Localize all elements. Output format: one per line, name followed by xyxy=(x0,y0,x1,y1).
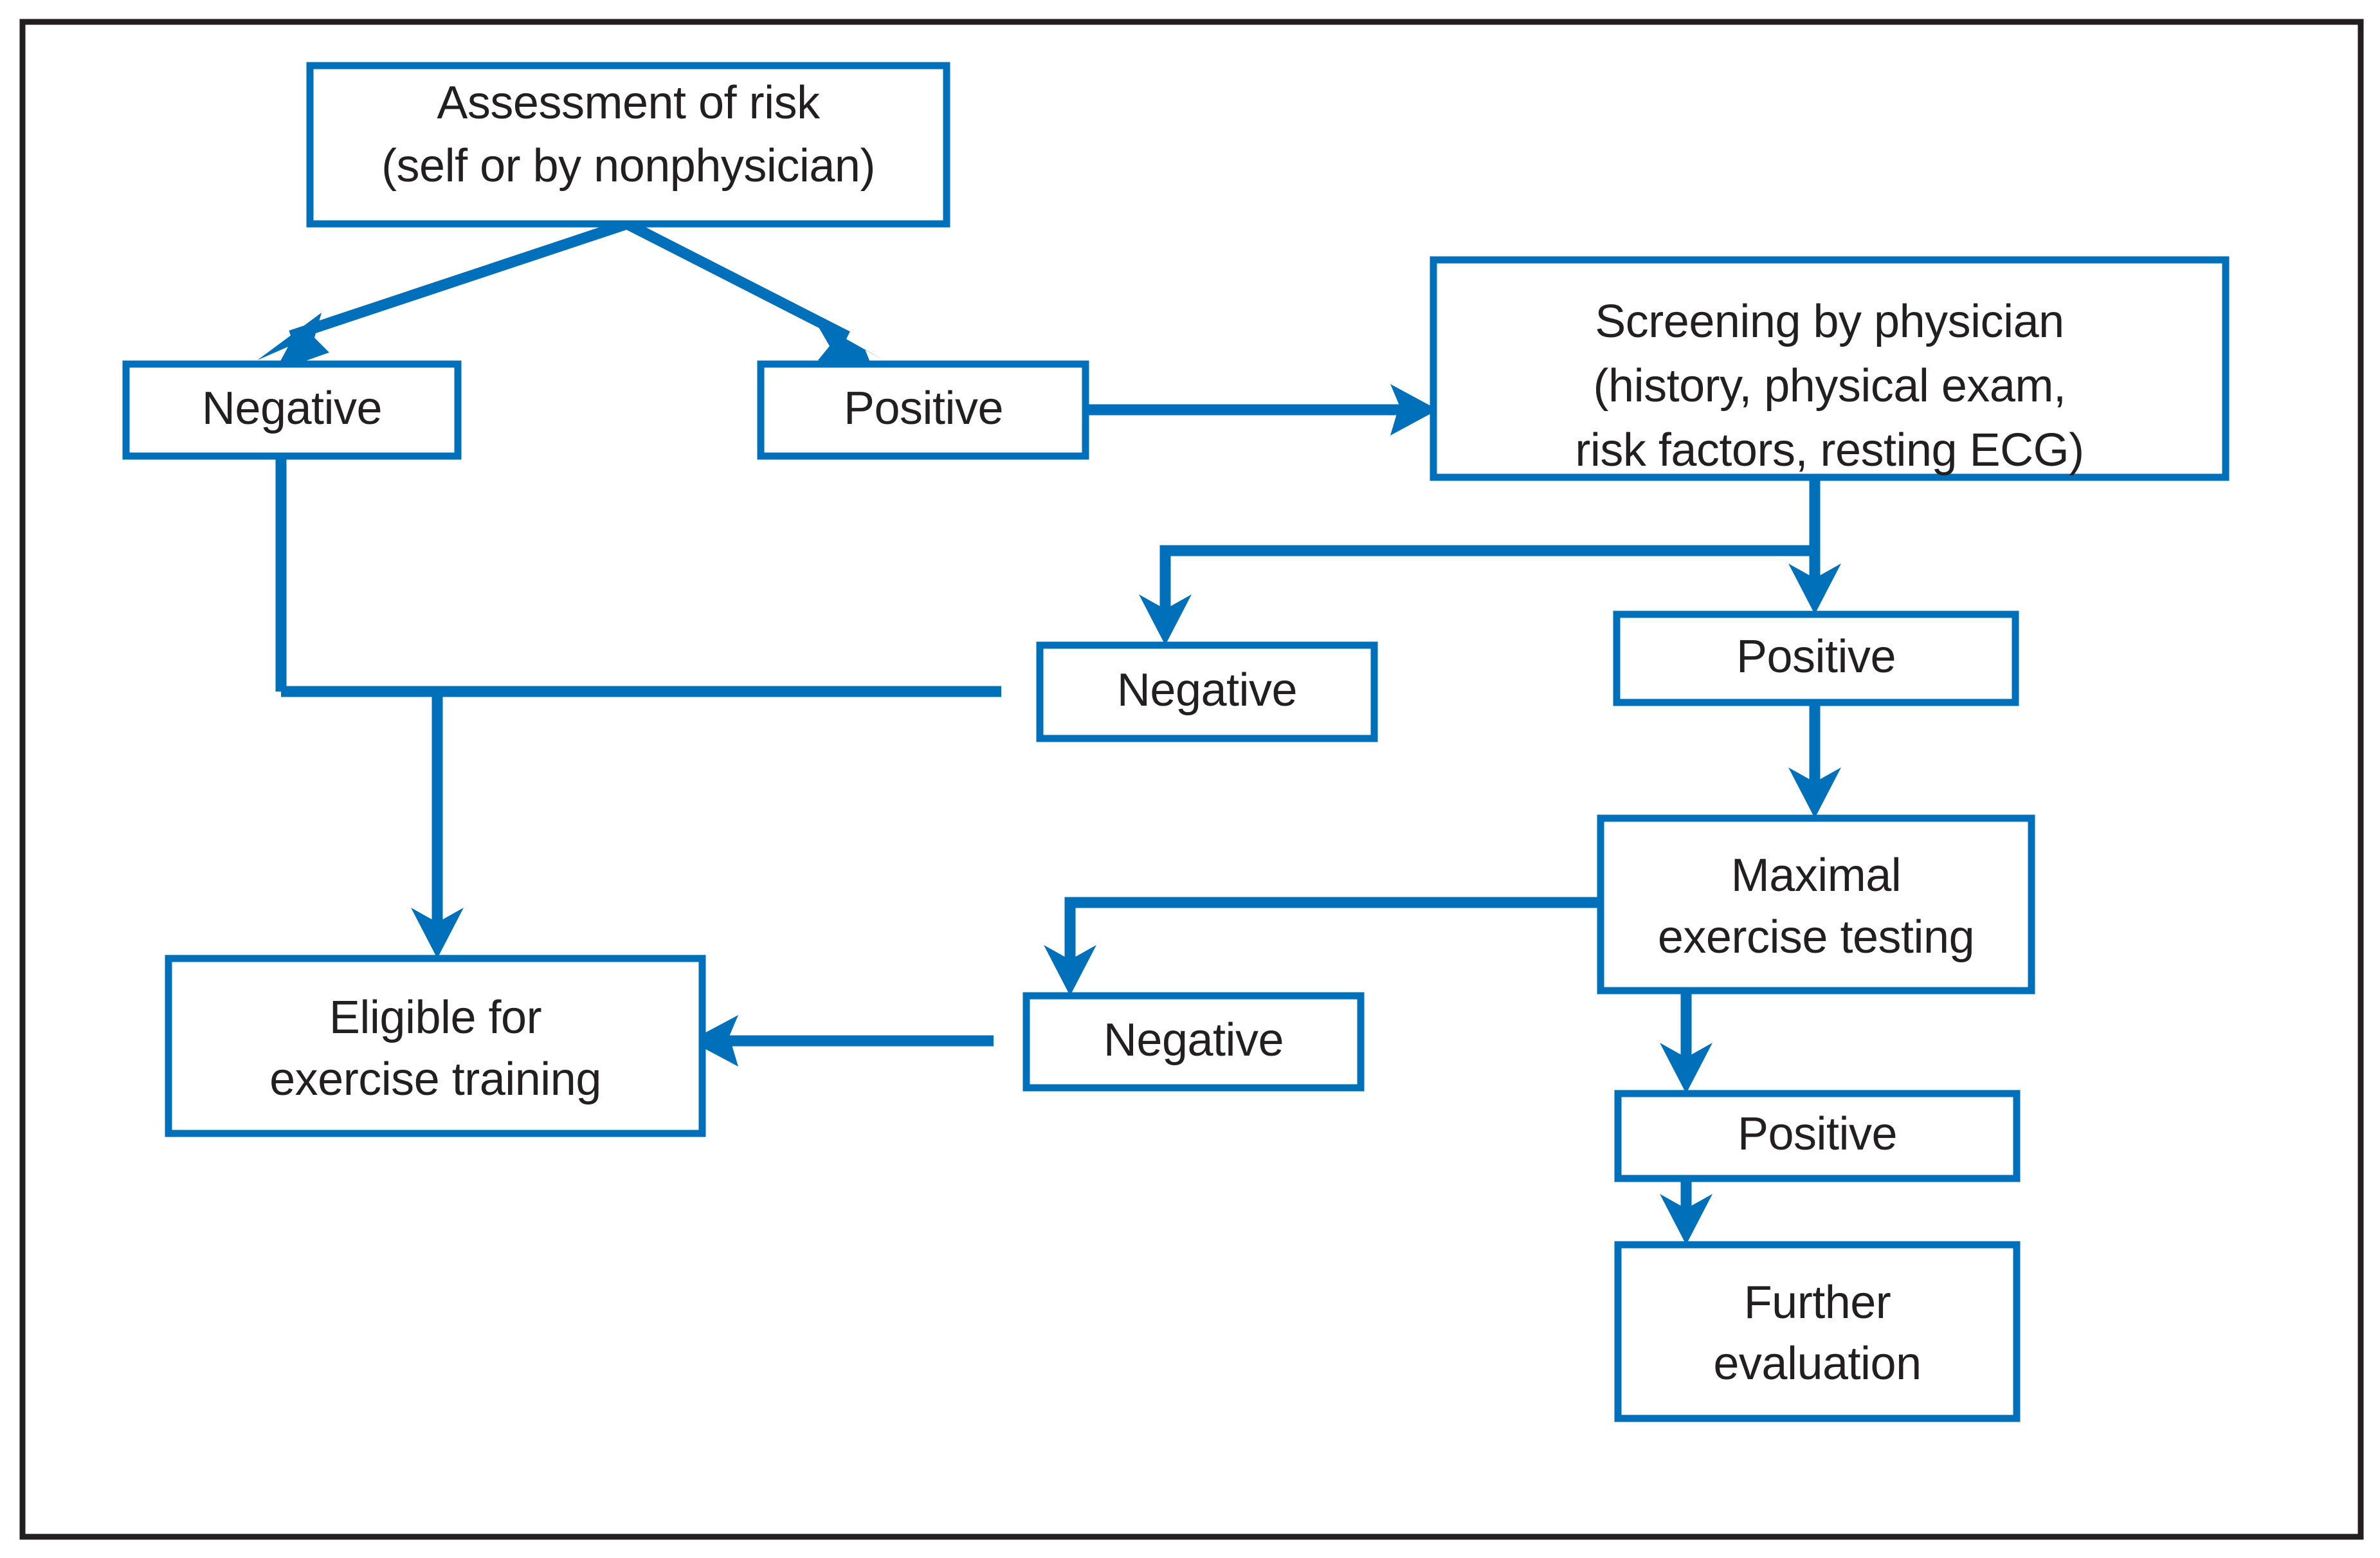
node-eligible-for-exercise-training[interactable]: Eligible for exercise training xyxy=(165,955,706,1137)
maximal-exercise-testing-line2: exercise testing xyxy=(1658,912,1974,963)
edge-negative-to-eligible-top xyxy=(275,456,464,958)
further-evaluation-line1: Further xyxy=(1744,1277,1891,1328)
further-evaluation-line2: evaluation xyxy=(1713,1338,1921,1389)
negative-physician-screening-label: Negative xyxy=(1117,664,1297,716)
edge-maximal-to-negative xyxy=(1044,897,1601,996)
assessment-of-risk-line2: (self or by nonphysician) xyxy=(381,140,875,192)
node-further-evaluation[interactable]: Further evaluation xyxy=(1614,1241,2021,1422)
node-maximal-exercise-testing[interactable]: Maximal exercise testing xyxy=(1597,814,2035,994)
edge-maximal-to-positive xyxy=(1660,991,1712,1094)
edge-positive-to-maximal xyxy=(1788,702,1841,818)
screening-by-physician-line3: risk factors, resting ECG) xyxy=(1575,425,2084,476)
node-assessment-of-risk[interactable]: Assessment of risk (self or by nonphysic… xyxy=(306,62,950,228)
eligible-for-exercise-training-line1: Eligible for xyxy=(329,992,541,1043)
node-positive-exercise-test[interactable]: Positive xyxy=(1614,1090,2021,1182)
negative-exercise-test-label: Negative xyxy=(1104,1014,1284,1066)
eligible-for-exercise-training-line2: exercise training xyxy=(269,1054,601,1105)
node-negative-physician-screening[interactable]: Negative xyxy=(1036,641,1378,742)
edge-assessment-to-positive xyxy=(624,219,886,373)
edge-screening-to-negative xyxy=(1139,545,1815,645)
edge-negative-to-eligible-left xyxy=(690,1015,994,1067)
figure-border xyxy=(19,19,2364,1540)
maximal-exercise-testing-line1: Maximal xyxy=(1731,850,1902,901)
screening-by-physician-line1: Screening by physician xyxy=(1595,296,2064,347)
screening-by-physician-line2: (history, physical exam, xyxy=(1594,360,2066,412)
edge-positive-to-screening xyxy=(1086,384,1438,435)
positive-self-assessment-label: Positive xyxy=(844,383,1003,434)
node-positive-self-assessment[interactable]: Positive xyxy=(757,360,1089,460)
edge-assessment-to-negative xyxy=(257,218,629,372)
node-negative-exercise-test[interactable]: Negative xyxy=(1022,992,1365,1092)
edge-screening-to-positive xyxy=(1788,477,1841,614)
node-negative-self-assessment[interactable]: Negative xyxy=(122,360,462,460)
node-positive-physician-screening[interactable]: Positive xyxy=(1613,610,2019,706)
node-screening-by-physician[interactable]: Screening by physician (history, physica… xyxy=(1430,256,2230,481)
negative-self-assessment-label: Negative xyxy=(202,383,382,434)
positive-physician-screening-label: Positive xyxy=(1736,631,1896,683)
assessment-of-risk-line1: Assessment of risk xyxy=(437,77,821,129)
positive-exercise-test-label: Positive xyxy=(1738,1108,1897,1160)
